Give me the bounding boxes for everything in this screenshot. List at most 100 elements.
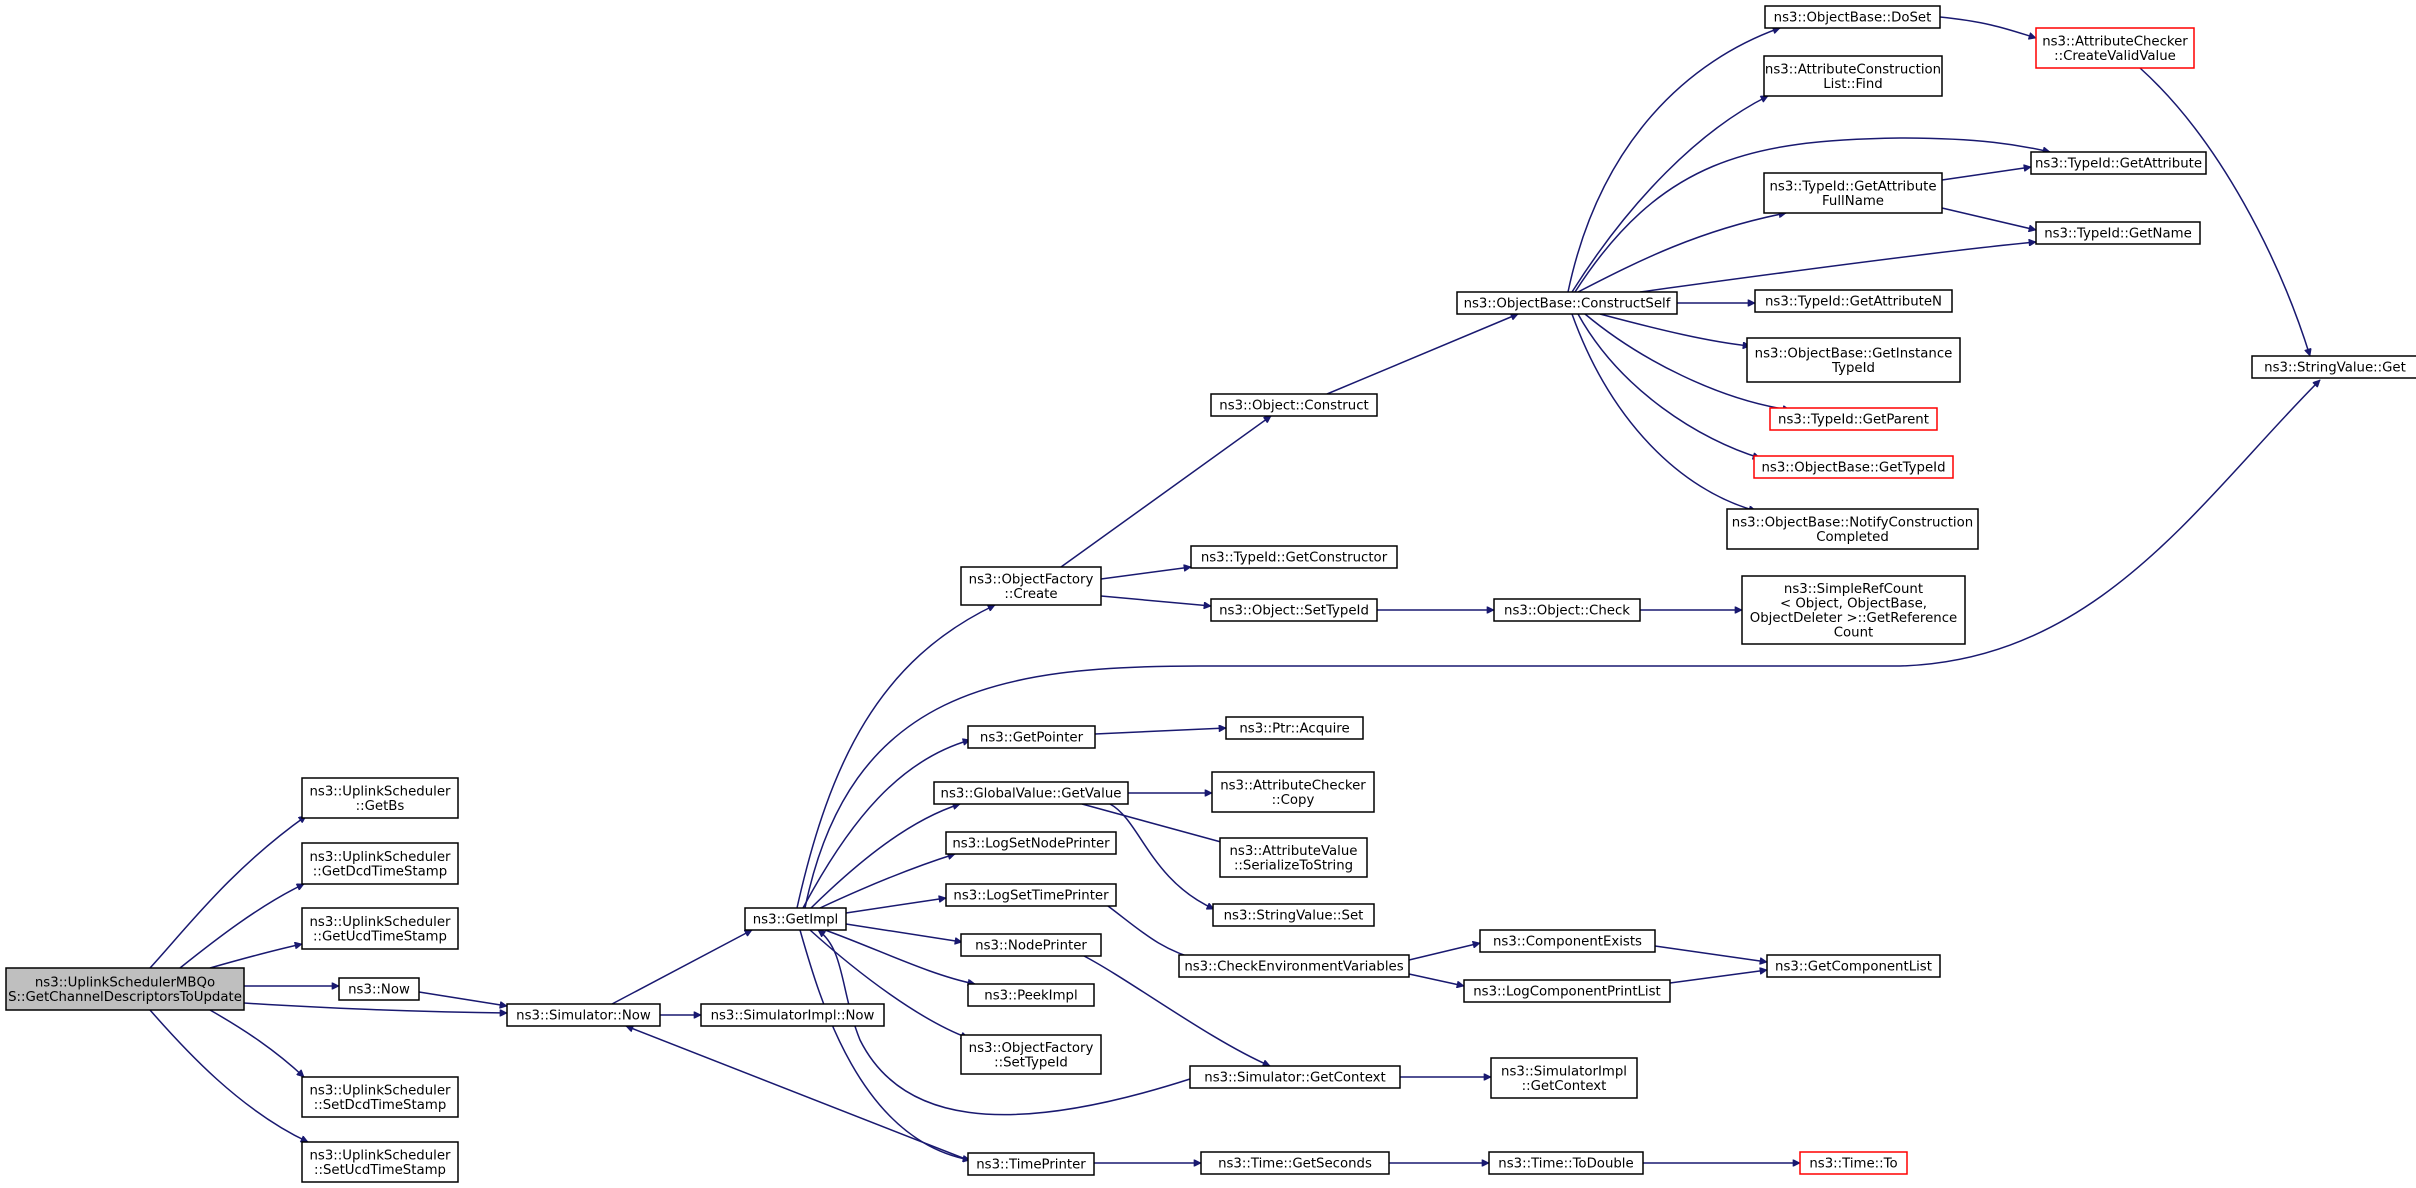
edge-getimpl-to-ofcreate xyxy=(796,604,995,909)
node-label-acCopy-line-0: ns3::AttributeChecker xyxy=(1220,778,1366,793)
node-objconstruct[interactable]: ns3::Object::Construct xyxy=(1210,393,1378,417)
node-box-getbs xyxy=(301,777,459,819)
node-tidgetparent[interactable]: ns3::TypeId::GetParent xyxy=(1769,407,1938,431)
node-box-logcompprint xyxy=(1463,979,1671,1003)
node-timeto[interactable]: ns3::Time::To xyxy=(1799,1151,1908,1175)
node-box-timeprinter xyxy=(967,1152,1095,1176)
edge-checkenv-to-compexists xyxy=(1408,943,1480,961)
node-constructself[interactable]: ns3::ObjectBase::ConstructSelf xyxy=(1456,291,1678,315)
node-tidgetname[interactable]: ns3::TypeId::GetName xyxy=(2035,221,2201,245)
node-getucd[interactable]: ns3::UplinkScheduler::GetUcdTimeStamp xyxy=(301,907,459,950)
node-label-ofsettypeid-line-0: ns3::ObjectFactory xyxy=(969,1041,1094,1056)
node-label-logcompprint-line-0: ns3::LogComponentPrintList xyxy=(1473,985,1661,1000)
node-ofsettypeid[interactable]: ns3::ObjectFactory::SetTypeId xyxy=(960,1034,1102,1075)
node-box-timegetseconds xyxy=(1200,1151,1390,1175)
node-label-objconstruct-line-0: ns3::Object::Construct xyxy=(1219,399,1368,414)
node-label-timegetseconds-line-0: ns3::Time::GetSeconds xyxy=(1218,1157,1372,1172)
node-logsetnode[interactable]: ns3::LogSetNodePrinter xyxy=(945,831,1117,855)
node-label-root-line-0: ns3::UplinkSchedulerMBQo xyxy=(35,975,215,990)
edge-getimpl-to-gvgetvalue xyxy=(810,804,960,909)
edge-getimpl-to-nodeprinter xyxy=(845,923,962,942)
edge-getimpl-to-logsettime xyxy=(845,898,946,914)
node-label-getdcd-line-1: ::GetDcdTimeStamp xyxy=(313,864,447,879)
node-label-constructself-line-0: ns3::ObjectBase::ConstructSelf xyxy=(1464,297,1671,312)
node-label-getconstructor-line-0: ns3::TypeId::GetConstructor xyxy=(1201,551,1388,566)
node-label-aclfind-line-0: ns3::AttributeConstruction xyxy=(1765,62,1941,77)
edge-doset-to-accreatevalid xyxy=(1939,16,2036,38)
node-setucd[interactable]: ns3::UplinkScheduler::SetUcdTimeStamp xyxy=(301,1141,459,1183)
node-box-logsettime xyxy=(945,883,1117,907)
node-box-compexists xyxy=(1479,929,1656,953)
node-box-getucd xyxy=(301,907,459,950)
node-simnow[interactable]: ns3::Simulator::Now xyxy=(506,1003,661,1027)
node-getcomplist[interactable]: ns3::GetComponentList xyxy=(1766,954,1941,978)
node-setdcd[interactable]: ns3::UplinkScheduler::SetDcdTimeStamp xyxy=(301,1076,459,1118)
node-getimpl[interactable]: ns3::GetImpl xyxy=(744,907,847,931)
edge-getimpl-to-logsetnode xyxy=(819,854,955,909)
node-tidgetattrn[interactable]: ns3::TypeId::GetAttributeN xyxy=(1754,289,1953,313)
node-svSet[interactable]: ns3::StringValue::Set xyxy=(1212,903,1375,927)
node-logsettime[interactable]: ns3::LogSetTimePrinter xyxy=(945,883,1117,907)
node-box-objsettypeid xyxy=(1210,598,1378,622)
node-simplerefcount[interactable]: ns3::SimpleRefCount< Object, ObjectBase,… xyxy=(1741,575,1966,645)
node-obnotify[interactable]: ns3::ObjectBase::NotifyConstructionCompl… xyxy=(1726,508,1979,550)
node-ofcreate[interactable]: ns3::ObjectFactory::Create xyxy=(960,566,1102,606)
node-svget[interactable]: ns3::StringValue::Get xyxy=(2251,355,2416,379)
node-timeprinter[interactable]: ns3::TimePrinter xyxy=(967,1152,1095,1176)
node-getpointer[interactable]: ns3::GetPointer xyxy=(967,725,1096,749)
node-logcompprint[interactable]: ns3::LogComponentPrintList xyxy=(1463,979,1671,1003)
node-label-ofsettypeid-line-1: ::SetTypeId xyxy=(994,1055,1068,1070)
node-box-accreatevalid xyxy=(2035,27,2195,69)
node-ptracquire[interactable]: ns3::Ptr::Acquire xyxy=(1225,716,1364,740)
node-box-root xyxy=(5,967,245,1011)
node-label-obgetinstance-line-1: TypeId xyxy=(1831,361,1875,376)
node-simgetcontext[interactable]: ns3::Simulator::GetContext xyxy=(1189,1065,1401,1089)
node-timegetseconds[interactable]: ns3::Time::GetSeconds xyxy=(1200,1151,1390,1175)
node-accreatevalid[interactable]: ns3::AttributeChecker::CreateValidValue xyxy=(2035,27,2195,69)
node-label-simnow-line-0: ns3::Simulator::Now xyxy=(516,1009,651,1024)
node-box-nodeprinter xyxy=(960,933,1102,957)
node-simimplctx[interactable]: ns3::SimulatorImpl::GetContext xyxy=(1490,1057,1638,1099)
node-box-simplerefcount xyxy=(1741,575,1966,645)
node-label-setdcd-line-1: ::SetDcdTimeStamp xyxy=(314,1098,447,1113)
node-getdcd[interactable]: ns3::UplinkScheduler::GetDcdTimeStamp xyxy=(301,842,459,885)
node-box-peekimpl xyxy=(967,983,1095,1007)
node-objsettypeid[interactable]: ns3::Object::SetTypeId xyxy=(1210,598,1378,622)
node-label-setdcd-line-0: ns3::UplinkScheduler xyxy=(309,1083,451,1098)
node-timetodouble[interactable]: ns3::Time::ToDouble xyxy=(1488,1151,1644,1175)
node-label-simplerefcount-line-2: ObjectDeleter >::GetReference xyxy=(1750,611,1957,626)
node-label-obgettypeid-line-0: ns3::ObjectBase::GetTypeId xyxy=(1761,461,1945,476)
node-box-setucd xyxy=(301,1141,459,1183)
node-gvgetvalue[interactable]: ns3::GlobalValue::GetValue xyxy=(933,781,1129,805)
edge-simgetcontext-to-getimpl xyxy=(818,929,1191,1116)
node-simimplnow[interactable]: ns3::SimulatorImpl::Now xyxy=(700,1003,885,1027)
node-label-simplerefcount-line-0: ns3::SimpleRefCount xyxy=(1784,582,1923,597)
node-label-objsettypeid-line-0: ns3::Object::SetTypeId xyxy=(1219,604,1369,619)
edge-gvgetvalue-to-svSet xyxy=(1109,803,1214,910)
node-nodeprinter[interactable]: ns3::NodePrinter xyxy=(960,933,1102,957)
node-label-gvgetvalue-line-0: ns3::GlobalValue::GetValue xyxy=(941,787,1122,802)
node-doset[interactable]: ns3::ObjectBase::DoSet xyxy=(1764,5,1941,29)
node-box-now xyxy=(338,977,420,1001)
node-getconstructor[interactable]: ns3::TypeId::GetConstructor xyxy=(1190,545,1398,569)
node-tidgetattr[interactable]: ns3::TypeId::GetAttribute xyxy=(2030,151,2207,175)
node-label-simgetcontext-line-0: ns3::Simulator::GetContext xyxy=(1204,1071,1385,1086)
node-avSerialize[interactable]: ns3::AttributeValue::SerializeToString xyxy=(1219,837,1368,878)
node-label-timeto-line-0: ns3::Time::To xyxy=(1809,1157,1897,1172)
node-label-timeprinter-line-0: ns3::TimePrinter xyxy=(976,1158,1086,1173)
node-peekimpl[interactable]: ns3::PeekImpl xyxy=(967,983,1095,1007)
node-box-ofcreate xyxy=(960,566,1102,606)
node-obgettypeid[interactable]: ns3::ObjectBase::GetTypeId xyxy=(1753,455,1954,479)
node-objcheck[interactable]: ns3::Object::Check xyxy=(1493,598,1641,622)
node-now[interactable]: ns3::Now xyxy=(338,977,420,1001)
node-compexists[interactable]: ns3::ComponentExists xyxy=(1479,929,1656,953)
node-root[interactable]: ns3::UplinkSchedulerMBQoS::GetChannelDes… xyxy=(5,967,245,1011)
node-getbs[interactable]: ns3::UplinkScheduler::GetBs xyxy=(301,777,459,819)
edge-ofcreate-to-objconstruct xyxy=(1060,415,1271,568)
node-checkenv[interactable]: ns3::CheckEnvironmentVariables xyxy=(1178,954,1410,978)
node-acCopy[interactable]: ns3::AttributeChecker::Copy xyxy=(1211,771,1375,813)
node-label-obnotify-line-0: ns3::ObjectBase::NotifyConstruction xyxy=(1732,515,1973,530)
